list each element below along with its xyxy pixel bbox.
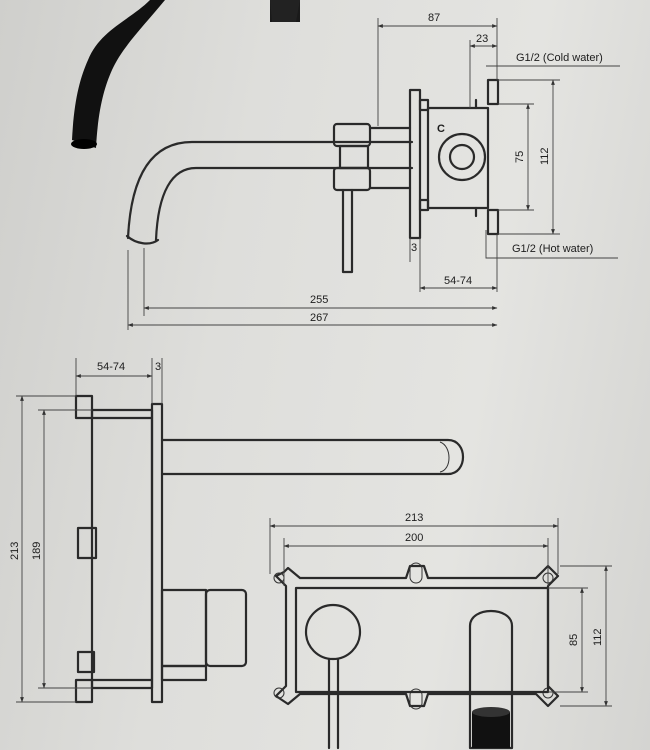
dim-87: 87 <box>428 12 440 24</box>
dim-54-74-side: 54-74 <box>444 275 472 287</box>
cold-marker: C <box>437 123 445 135</box>
dim-3-side: 3 <box>411 242 417 254</box>
dim-85: 85 <box>568 634 580 646</box>
dim-112-front: 112 <box>592 628 604 646</box>
hot-water-label: G1/2 (Hot water) <box>512 243 593 255</box>
product-photo <box>71 0 300 149</box>
dim-267: 267 <box>310 312 328 324</box>
dim-200: 200 <box>405 532 423 544</box>
dim-75: 75 <box>514 151 526 163</box>
dim-23: 23 <box>476 33 488 45</box>
cold-water-label: G1/2 (Cold water) <box>516 52 603 64</box>
dim-189: 189 <box>31 542 43 560</box>
dim-213-front: 213 <box>405 512 423 524</box>
dim-3-rear: 3 <box>155 361 161 373</box>
dim-112-side: 112 <box>539 147 551 165</box>
dim-54-74-rear: 54-74 <box>97 361 125 373</box>
rear-view: 54-74 3 213 189 <box>9 358 464 704</box>
dim-213-rear: 213 <box>9 542 21 560</box>
side-view: C 87 23 G1/2 (Cold water) 75 112 G1/2 (H… <box>125 12 620 330</box>
front-view: 213 200 85 112 <box>269 512 612 750</box>
dim-255: 255 <box>310 294 328 306</box>
